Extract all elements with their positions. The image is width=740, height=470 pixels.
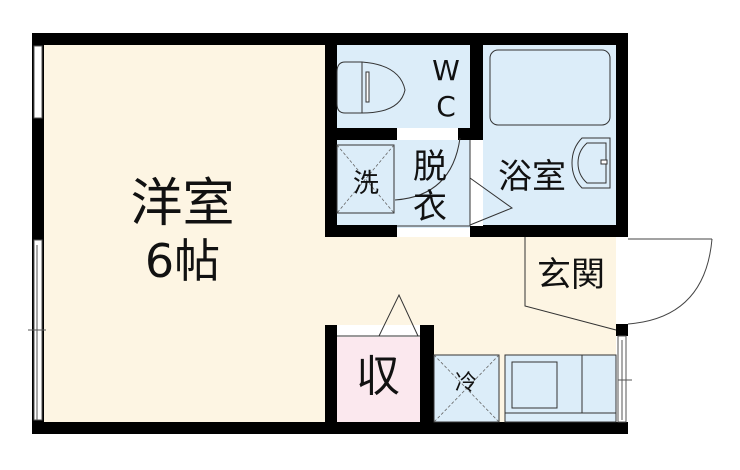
bath-label: 浴室 (498, 157, 566, 197)
wc-label-line1: W (432, 54, 460, 87)
entrance-label: 玄関 (537, 255, 605, 295)
western-room-area (44, 45, 325, 422)
dressing-label-line1: 脱 (413, 147, 447, 187)
outer-wall-right-upper (616, 33, 628, 237)
wall-wc-bath (470, 33, 483, 138)
kitchen-area (505, 355, 616, 422)
outer-wall-right-post (616, 324, 628, 336)
wall-dressing-bottom (325, 225, 397, 237)
wall-storage-right (420, 325, 434, 434)
dressing-label-line2: 衣 (413, 187, 447, 227)
wall-wc-bottom-right (458, 128, 483, 140)
washing-machine-label: 洗 (352, 169, 379, 199)
western-room-name: 洋室 (130, 174, 235, 234)
storage-label: 収 (356, 351, 400, 402)
western-room-size: 6帖 (144, 234, 221, 288)
wall-wc-bottom-left (325, 128, 397, 140)
storage-area (337, 337, 420, 422)
wall-room-divider-lower (325, 325, 337, 434)
wc-label-line2: C (436, 90, 456, 123)
fridge-label: 冷 (454, 371, 477, 396)
wall-bath-bottom (470, 225, 628, 237)
